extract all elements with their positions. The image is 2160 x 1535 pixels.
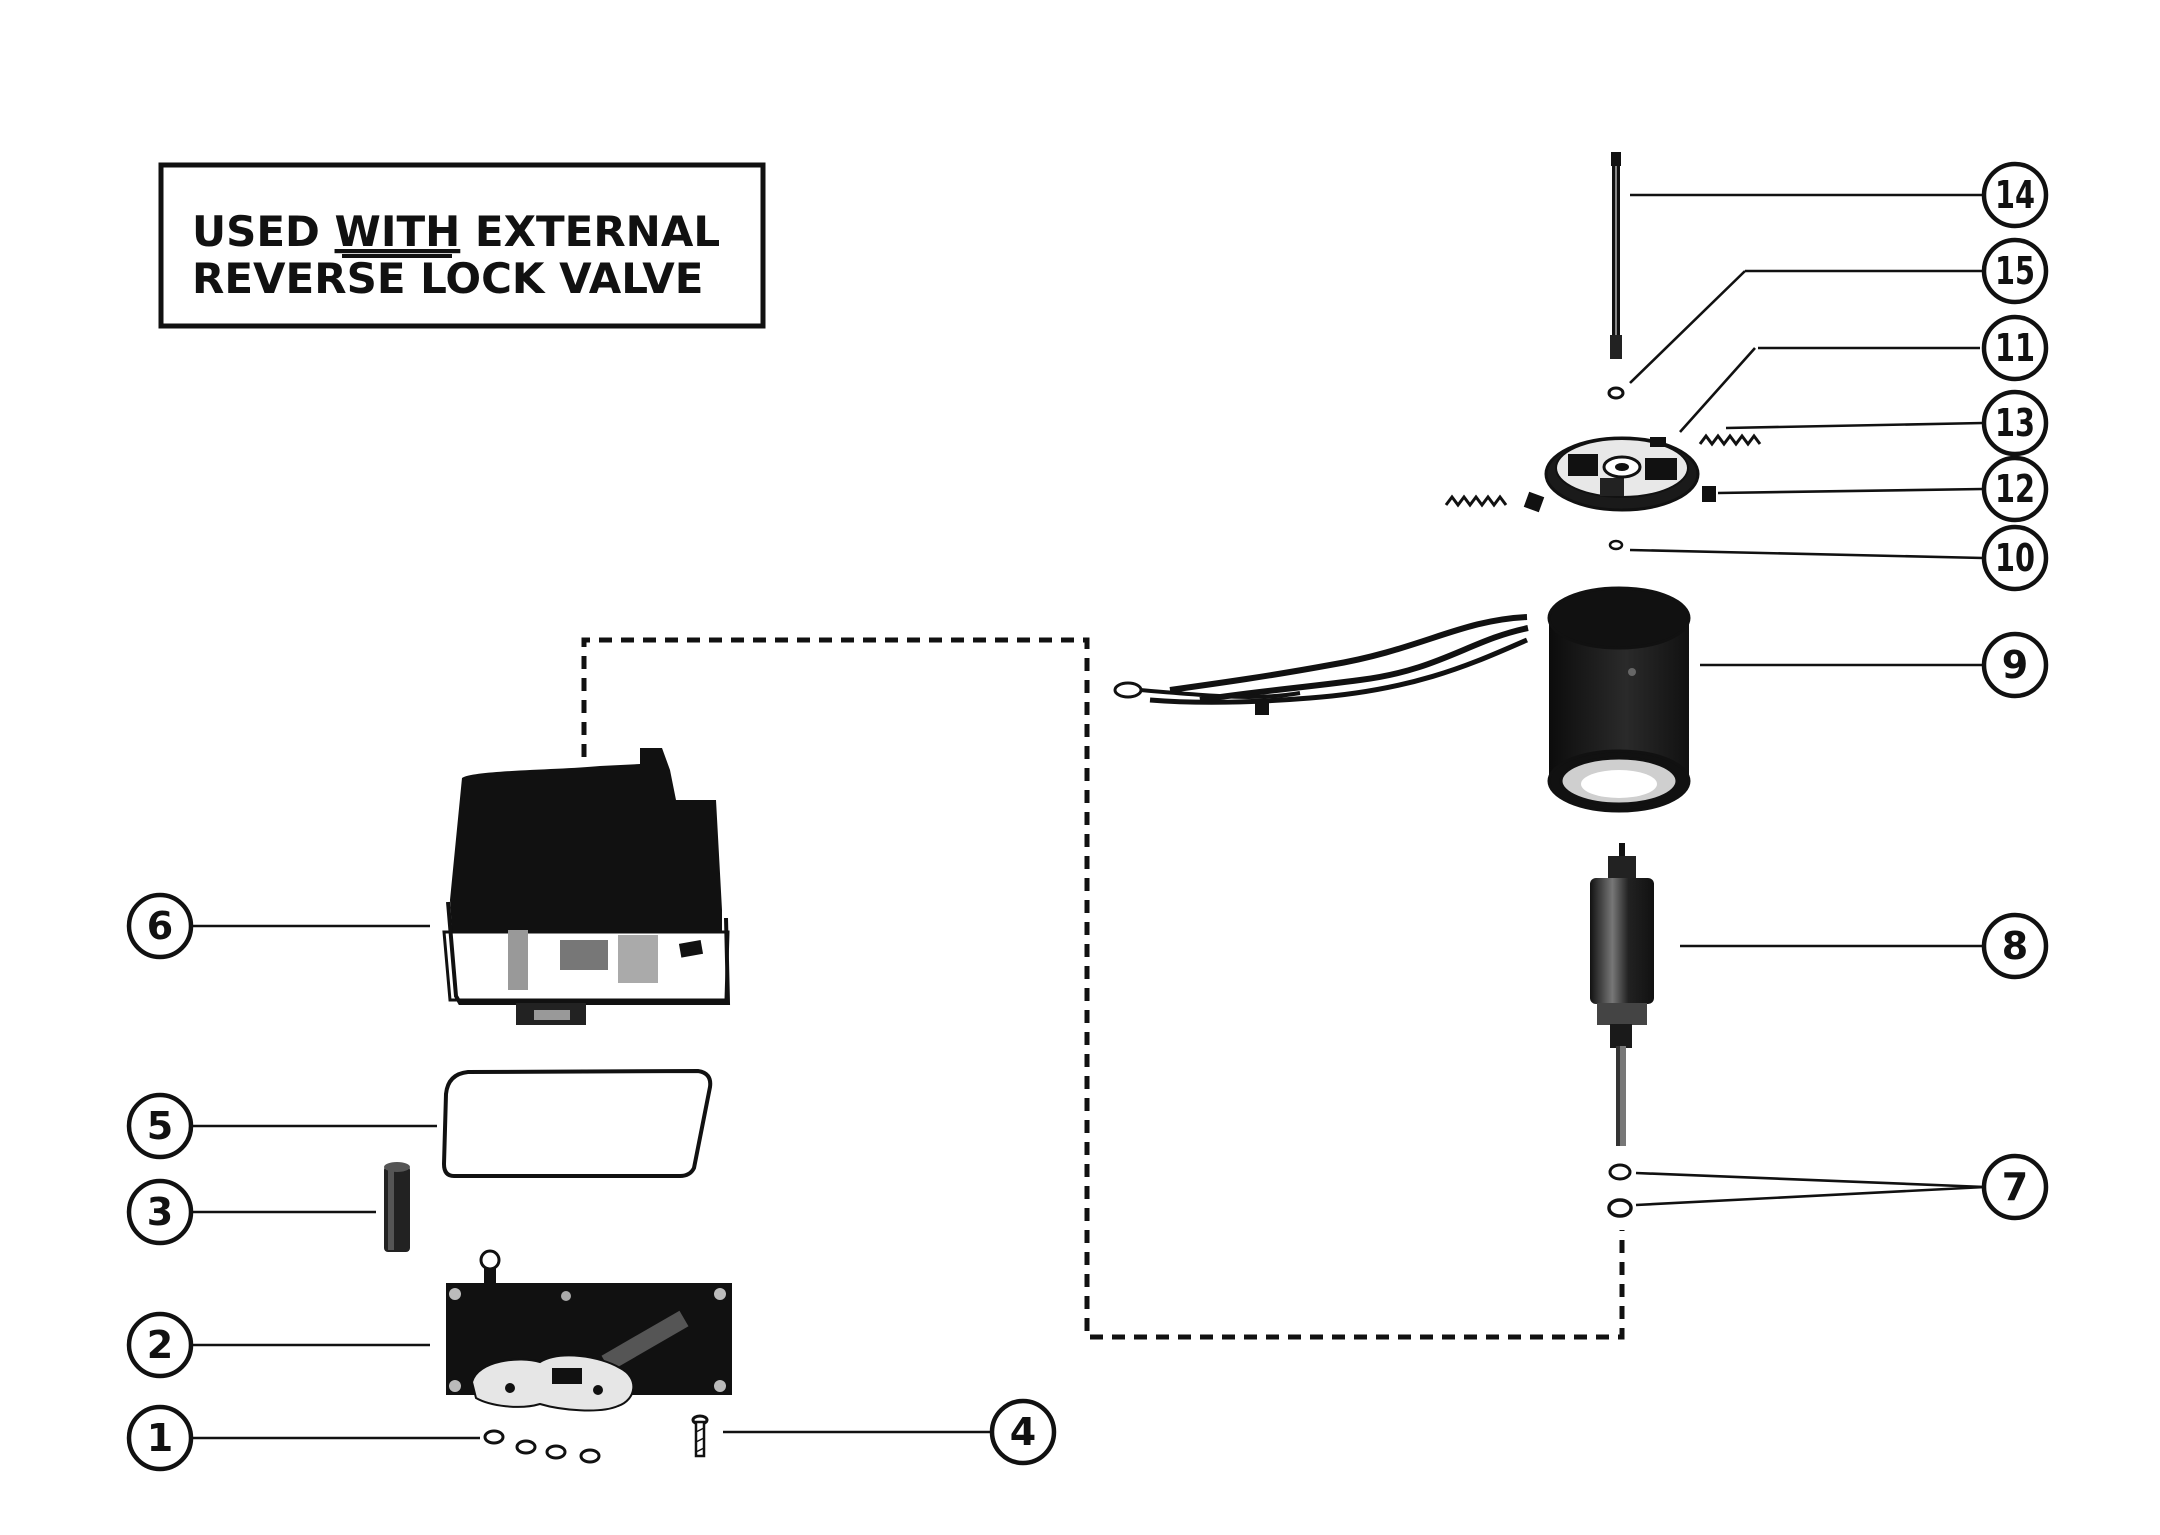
part-12-brushes [1523, 486, 1716, 513]
svg-text:4: 4 [1010, 1410, 1036, 1454]
note-box: USED WITH EXTERNAL REVERSE LOCK VALVE [158, 162, 766, 329]
part-13-springs [1444, 433, 1762, 508]
part-5-gasket [441, 1068, 713, 1178]
svg-text:10: 10 [1995, 536, 2035, 580]
callout-3: 3 [126, 1178, 194, 1246]
svg-text:5: 5 [147, 1104, 173, 1148]
svg-text:7: 7 [2002, 1165, 2028, 1209]
part-2-pump-base [446, 1249, 732, 1412]
callout-7: 7 [1981, 1153, 2049, 1221]
svg-text:6: 6 [147, 904, 173, 948]
svg-text:2: 2 [147, 1323, 173, 1367]
svg-text:3: 3 [147, 1190, 173, 1234]
svg-text:11: 11 [1995, 326, 2035, 370]
leader-lines [191, 193, 1986, 1440]
svg-text:1: 1 [147, 1416, 173, 1460]
callout-5: 5 [126, 1092, 194, 1160]
part-6-pump-housing [442, 748, 731, 1025]
part-15-washer [1607, 386, 1625, 400]
callout-14: 14 [1981, 161, 2049, 229]
callout-13: 13 [1981, 389, 2049, 457]
part-14-tie-rod [1610, 152, 1622, 359]
svg-text:14: 14 [1995, 173, 2035, 217]
part-9-motor-frame [1113, 586, 1691, 813]
part-4-screw [691, 1414, 709, 1458]
part-7-washers [1607, 1163, 1633, 1218]
part-8-armature [1590, 843, 1654, 1146]
assembly-dashed-line [581, 637, 1625, 1340]
part-11-brush-plate [1544, 436, 1700, 512]
callout-8: 8 [1981, 912, 2049, 980]
part-3-filter [384, 1162, 410, 1252]
callout-6: 6 [126, 892, 194, 960]
svg-text:12: 12 [1995, 467, 2035, 511]
note-line-2: REVERSE LOCK VALVE [192, 254, 703, 303]
callout-2: 2 [126, 1311, 194, 1379]
callout-15: 15 [1981, 237, 2049, 305]
part-10-washer [1608, 539, 1624, 551]
callout-4: 4 [989, 1398, 1057, 1466]
svg-text:9: 9 [2002, 643, 2028, 687]
note-line-1: USED WITH EXTERNAL [192, 207, 720, 256]
callout-12: 12 [1981, 455, 2049, 523]
callout-10: 10 [1981, 524, 2049, 592]
callout-9: 9 [1981, 631, 2049, 699]
callout-11: 11 [1981, 314, 2049, 382]
part-1-o-rings [483, 1429, 601, 1464]
callout-1: 1 [126, 1404, 194, 1472]
svg-text:15: 15 [1995, 249, 2035, 293]
svg-text:8: 8 [2002, 924, 2028, 968]
svg-text:13: 13 [1995, 401, 2035, 445]
